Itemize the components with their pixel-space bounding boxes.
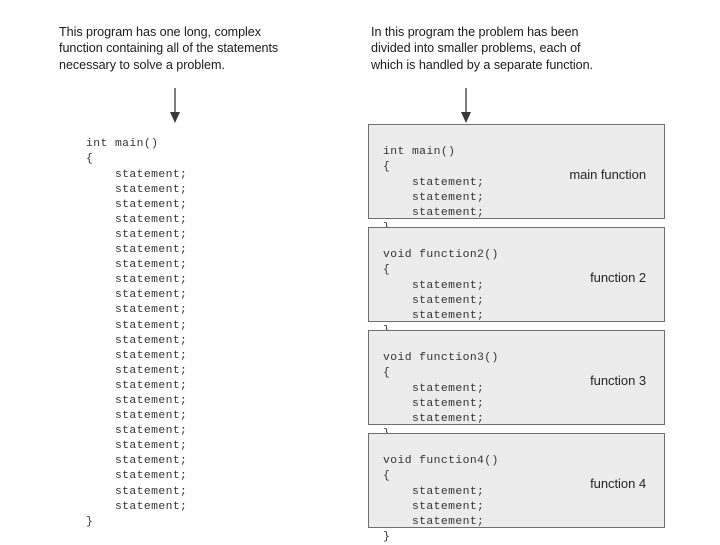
- arrow-shaft: [465, 88, 467, 114]
- function-box-function4: void function4() { statement; statement;…: [368, 433, 665, 543]
- function-code-block: void function3() { statement; statement;…: [383, 352, 499, 439]
- function-box-main: int main() { statement; statement; state…: [368, 124, 665, 234]
- arrow-shaft: [174, 88, 176, 114]
- function-box-function3: void function3() { statement; statement;…: [368, 330, 665, 440]
- function-box-label: function 3: [590, 373, 646, 388]
- function-code-block: void function4() { statement; statement;…: [383, 455, 499, 543]
- left-caption: This program has one long, complex funct…: [59, 25, 279, 72]
- function-box-label: function 4: [590, 476, 646, 491]
- right-caption: In this program the problem has been div…: [371, 25, 594, 72]
- monolithic-code-block: int main() { statement; statement; state…: [86, 138, 188, 528]
- arrow-head: [170, 112, 180, 123]
- function-box-function2: void function2() { statement; statement;…: [368, 227, 665, 337]
- function-box-label: main function: [569, 167, 646, 182]
- function-box-label: function 2: [590, 270, 646, 285]
- function-code-block: void function2() { statement; statement;…: [383, 249, 499, 336]
- function-code-block: int main() { statement; statement; state…: [383, 146, 485, 233]
- left-down-arrow-icon: [168, 88, 182, 124]
- arrow-head: [461, 112, 471, 123]
- right-down-arrow-icon: [459, 88, 473, 124]
